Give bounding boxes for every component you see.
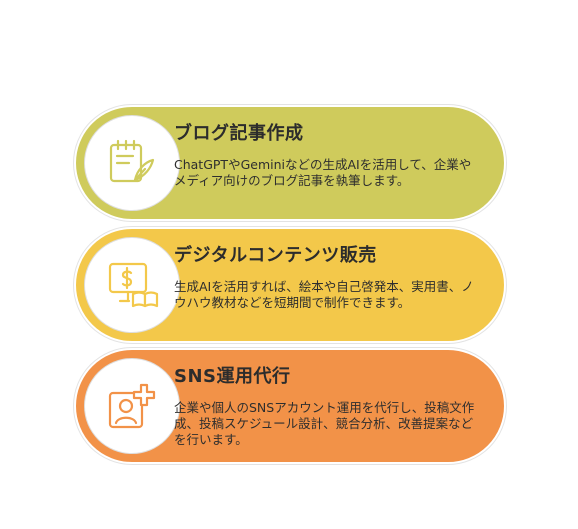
user-add-icon <box>105 379 159 433</box>
icon-circle <box>85 359 179 453</box>
service-title: SNS運用代行 <box>174 366 291 387</box>
service-description: ChatGPTやGeminiなどの生成AIを活用して、企業やメディア向けのブログ… <box>174 157 472 188</box>
service-title: デジタルコンテンツ販売 <box>174 245 377 266</box>
service-card-blog: ブログ記事作成 ChatGPTやGeminiなどの生成AIを活用して、企業やメデ… <box>74 105 506 221</box>
notepad-pen-icon <box>105 136 159 190</box>
icon-circle <box>85 116 179 210</box>
service-description: 生成AIを活用すれば、絵本や自己啓発本、実用書、ノウハウ教材などを短期間で制作で… <box>174 279 474 310</box>
service-title: ブログ記事作成 <box>174 123 304 144</box>
icon-circle <box>85 238 179 332</box>
monitor-book-icon <box>105 258 159 312</box>
service-description: 企業や個人のSNSアカウント運用を代行し、投稿文作成、投稿スケジュール設計、競合… <box>174 400 475 447</box>
service-card-sns: SNS運用代行 企業や個人のSNSアカウント運用を代行し、投稿文作成、投稿スケジ… <box>74 348 506 464</box>
service-card-digital-content: デジタルコンテンツ販売 生成AIを活用すれば、絵本や自己啓発本、実用書、ノウハウ… <box>74 227 506 343</box>
